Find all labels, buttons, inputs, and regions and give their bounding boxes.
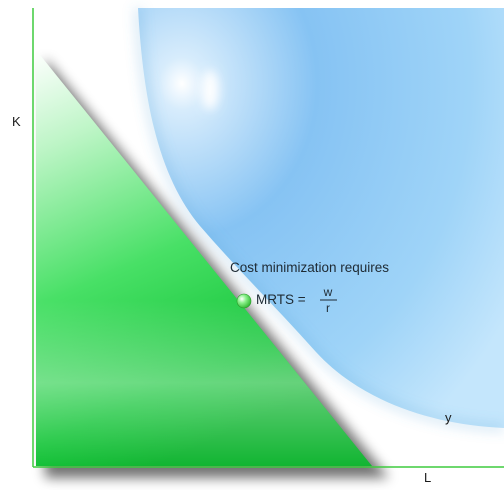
isocost-shine — [36, 50, 372, 466]
annotation-line1: Cost minimization requires — [230, 260, 389, 275]
tangency-point — [236, 293, 252, 309]
mrts-label: MRTS = — [256, 292, 306, 307]
isoquant-shadow — [135, 7, 504, 431]
isoquant-region — [138, 8, 504, 428]
isoquant-label: y — [445, 410, 452, 425]
y-axis-label: K — [12, 114, 21, 129]
fraction-numerator: w — [323, 285, 333, 299]
x-axis-label: L — [424, 470, 431, 485]
fraction-denominator: r — [326, 301, 330, 315]
isoquant-highlight — [201, 70, 219, 110]
